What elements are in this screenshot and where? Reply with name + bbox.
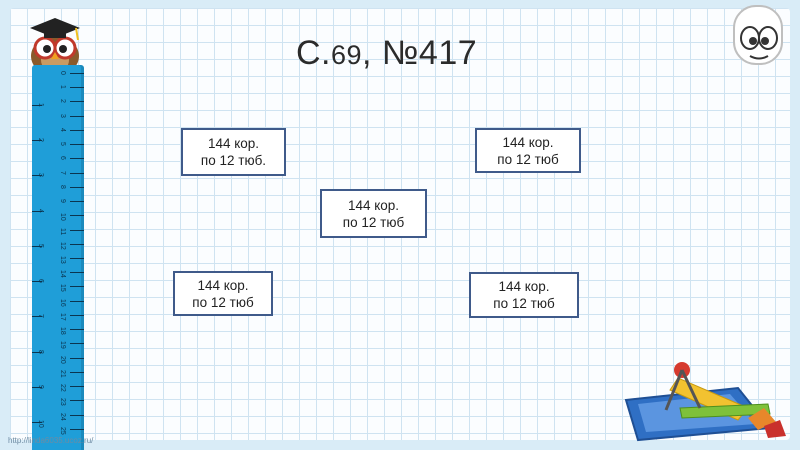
ruler-number: 21 — [59, 369, 66, 378]
card-3-tubes: по 12 тюб — [342, 214, 405, 230]
info-card-5: 144 кор. по 12 тюб — [469, 272, 579, 318]
ruler-number: 19 — [59, 341, 66, 350]
ruler-number: 14 — [59, 270, 66, 279]
ruler-number: 9 — [59, 199, 66, 203]
card-2-boxes: 144 кор. — [502, 134, 554, 150]
info-card-2: 144 кор. по 12 тюб — [475, 128, 581, 173]
card-2-tubes: по 12 тюб — [497, 151, 559, 167]
ruler-number: 23 — [59, 398, 66, 407]
ruler-tick — [70, 371, 84, 373]
ruler-number: 12 — [59, 241, 66, 250]
ruler-number: 2 — [59, 99, 66, 104]
card-1-boxes: 144 кор. — [207, 136, 260, 151]
ruler-number: 17 — [59, 312, 66, 321]
card-5-boxes: 144 кор. — [498, 279, 550, 294]
ruler-tick — [70, 343, 84, 345]
ruler-tick — [70, 101, 84, 103]
ruler-tick — [70, 144, 84, 146]
ruler-tick — [70, 243, 84, 245]
ruler-tick — [70, 314, 84, 316]
ruler-tick — [70, 229, 84, 231]
ruler-number: 16 — [59, 298, 66, 307]
owl-mascot-icon — [30, 18, 80, 76]
ruler-cm-tick — [32, 281, 42, 283]
ruler-tick — [70, 329, 84, 331]
ruler-cm-tick — [32, 175, 42, 177]
ruler-number: 18 — [59, 327, 66, 335]
card-4-boxes: 144 кор. — [197, 277, 249, 293]
ruler-number: 20 — [59, 355, 66, 364]
ruler-tick — [70, 215, 84, 217]
school-supplies-icon — [624, 362, 786, 442]
ruler-tick — [70, 129, 84, 131]
ruler-number: 5 — [59, 142, 66, 147]
ruler-number: 8 — [59, 184, 66, 189]
ruler-number: 1 — [59, 85, 66, 90]
ruler-tick — [70, 300, 84, 302]
ruler-tick — [70, 201, 84, 203]
ruler-number: 6 — [59, 156, 66, 161]
ruler-tick — [70, 73, 84, 74]
ruler-tick — [70, 272, 84, 274]
ruler-number: 4 — [59, 127, 66, 132]
ruler-number: 7 — [59, 170, 66, 175]
ruler-number: 13 — [59, 256, 66, 264]
ruler-tick — [70, 258, 84, 259]
card-3-boxes: 144 кор. — [347, 197, 400, 213]
ruler-tick — [70, 158, 84, 160]
ruler-tick — [70, 357, 84, 359]
smiley-face-icon — [733, 5, 783, 65]
card-4-tubes: по 12 тюб — [192, 294, 254, 310]
ruler-cm-tick — [32, 105, 42, 106]
ruler-number: 15 — [59, 284, 66, 293]
ruler-cm-tick — [32, 140, 42, 142]
card-1-tubes: по 12 тюб. — [200, 153, 267, 168]
ruler-tick — [70, 400, 84, 402]
ruler-tick — [70, 414, 84, 416]
ruler-tick — [70, 386, 84, 388]
page-title: С.69, №417 — [296, 34, 478, 72]
ruler-tick — [70, 115, 84, 117]
ruler-cm-tick — [32, 210, 42, 212]
ruler-cm-tick — [32, 386, 42, 388]
ruler-number: 3 — [59, 113, 66, 118]
ruler-tick — [70, 87, 84, 89]
source-url: http://linda6035.ucoz.ru/ — [8, 436, 94, 445]
ruler-tick — [70, 172, 84, 174]
info-card-3: 144 кор. по 12 тюб — [320, 189, 427, 238]
ruler-number: 22 — [59, 384, 66, 392]
ruler-cm-tick — [32, 422, 42, 424]
info-card-4: 144 кор. по 12 тюб — [173, 271, 273, 316]
ruler-cm-tick — [32, 245, 42, 247]
ruler-number: 24 — [59, 412, 66, 421]
ruler-tick — [70, 286, 84, 288]
ruler-number: 10 — [59, 213, 66, 222]
ruler-number: 11 — [59, 227, 66, 235]
card-5-tubes: по 12 тюб — [493, 296, 555, 311]
ruler-tick — [70, 428, 84, 430]
ruler-cm-tick — [32, 351, 42, 353]
info-card-1: 144 кор. по 12 тюб. — [181, 128, 286, 176]
ruler-tick — [70, 186, 84, 188]
ruler-number: 25 — [59, 426, 66, 435]
ruler-number: 0 — [59, 71, 66, 75]
ruler-cm-tick — [32, 316, 42, 318]
